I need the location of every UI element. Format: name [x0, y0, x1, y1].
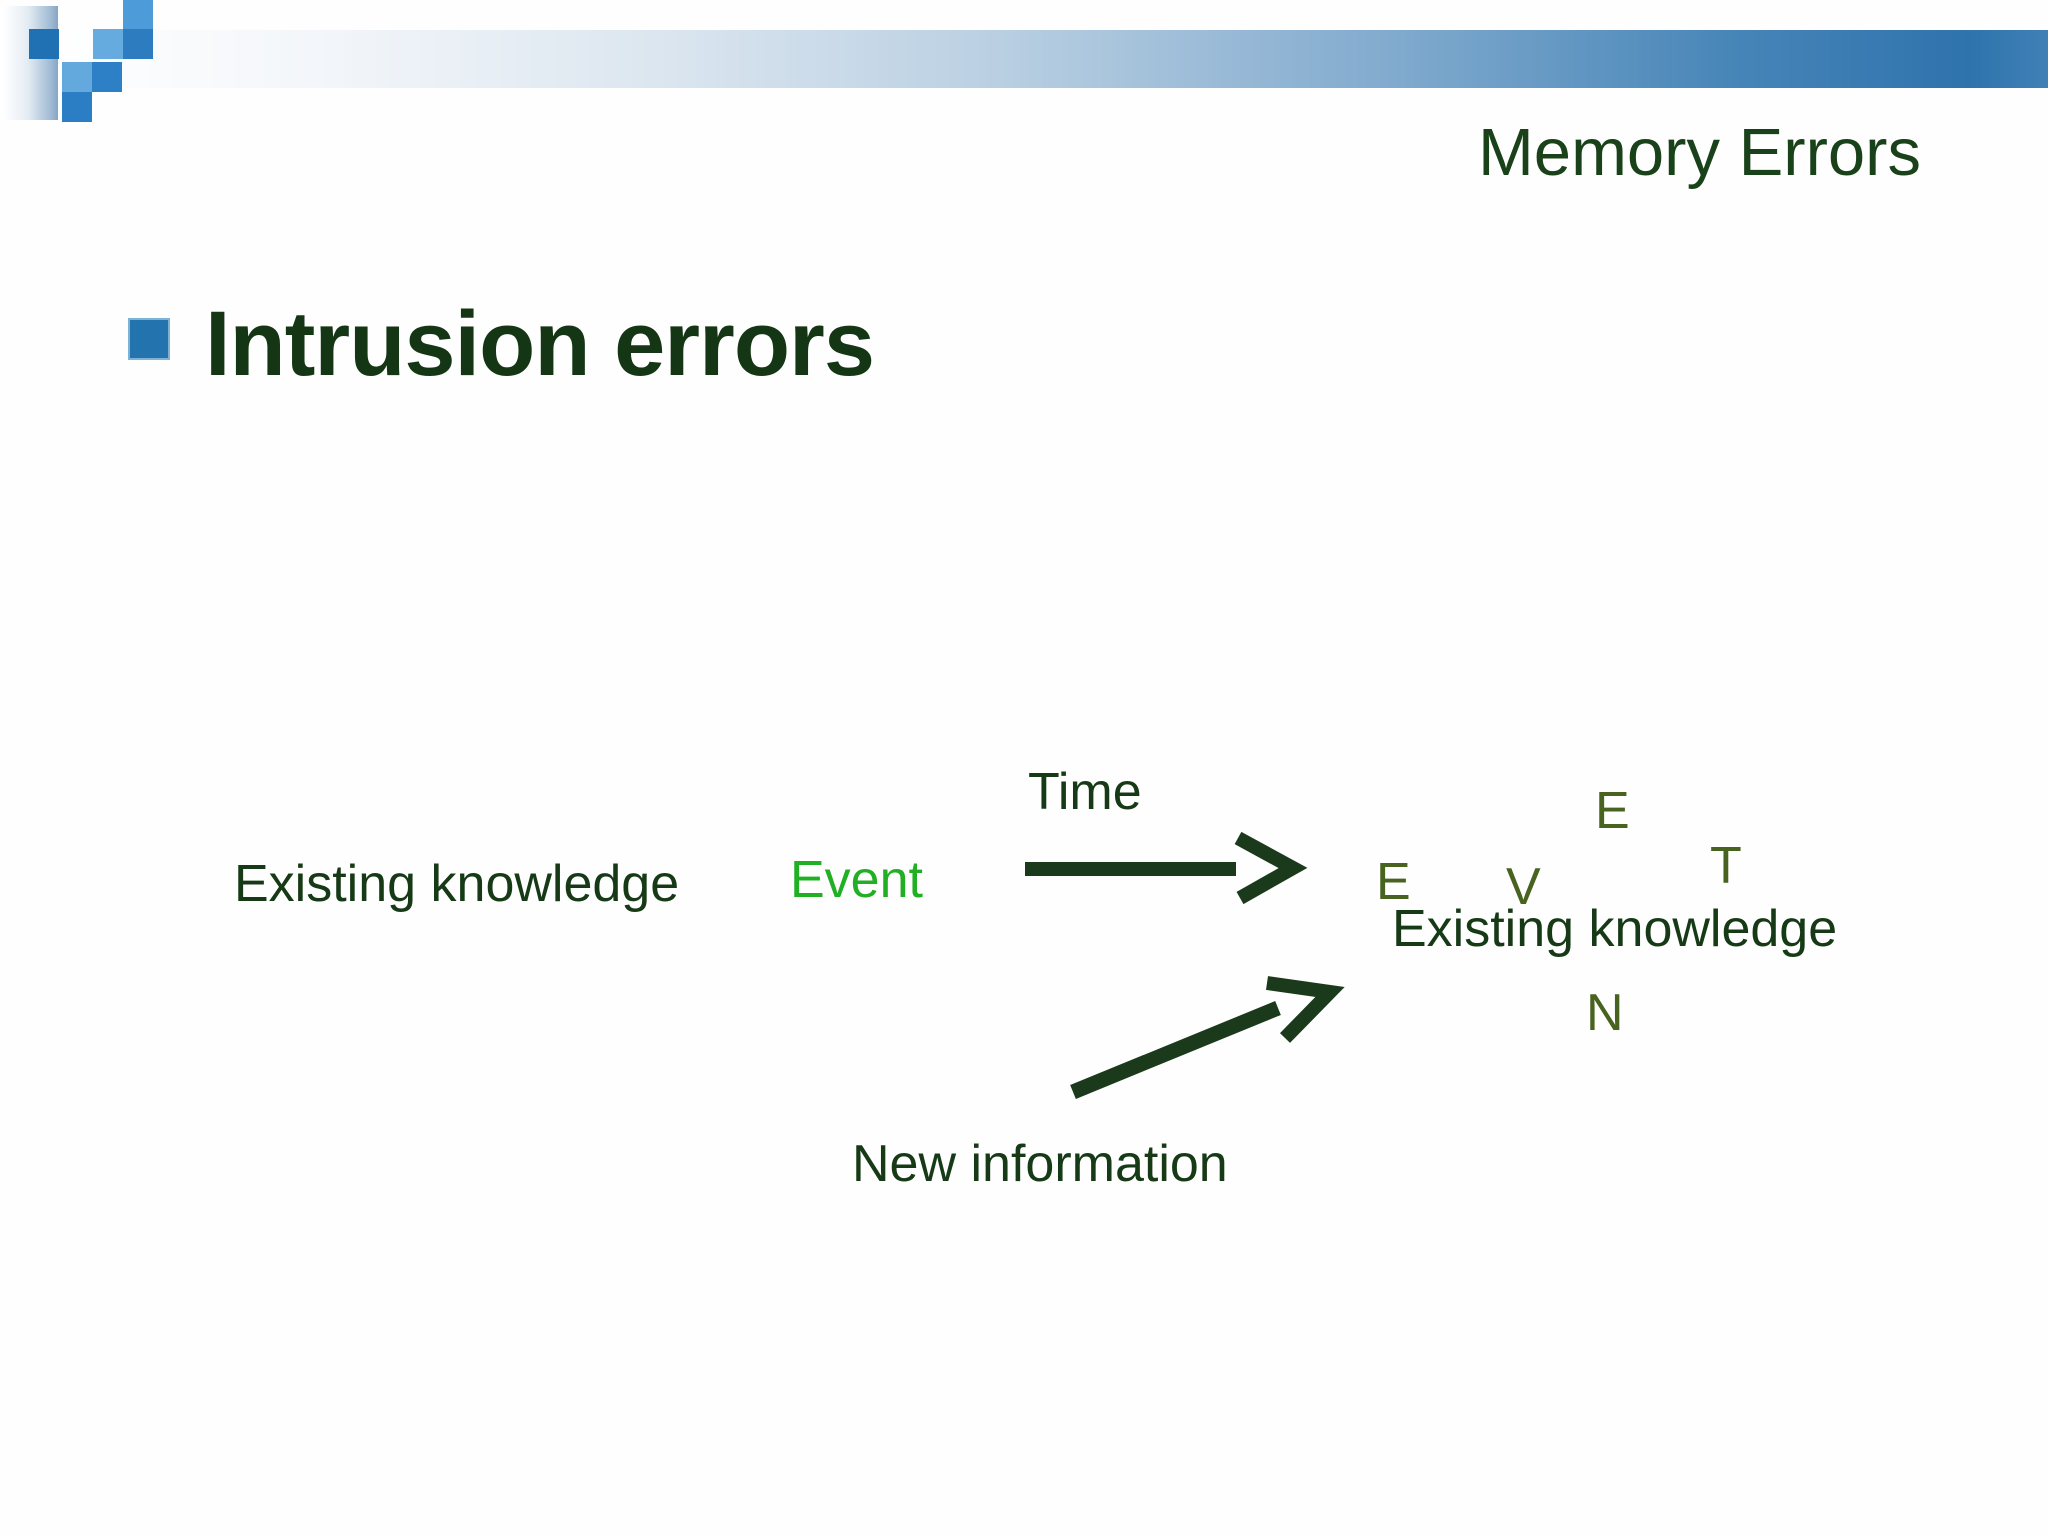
- mosaic-square: [123, 0, 153, 30]
- slide-title: Memory Errors: [1478, 115, 1921, 190]
- mosaic-square: [93, 29, 123, 59]
- time-arrow-icon: [1025, 831, 1308, 905]
- scattered-letter-t: T: [1710, 837, 1742, 895]
- existing-knowledge-left-label: Existing knowledge: [234, 855, 680, 913]
- scattered-letter-v: V: [1506, 858, 1541, 916]
- time-label: Time: [1028, 763, 1142, 821]
- bullet-square-icon: [128, 318, 170, 360]
- mosaic-square: [29, 29, 59, 59]
- new-information-label: New information: [852, 1135, 1228, 1193]
- existing-knowledge-right-label: Existing knowledge: [1392, 900, 1838, 958]
- mosaic-vertical-strip: [3, 6, 58, 120]
- new-information-arrow-icon: [1070, 976, 1345, 1099]
- scattered-letter-e-left: E: [1376, 853, 1411, 911]
- scattered-letter-n: N: [1586, 984, 1624, 1042]
- event-label: Event: [790, 851, 923, 909]
- bullet-heading: Intrusion errors: [205, 293, 875, 395]
- mosaic-square: [92, 62, 122, 92]
- scattered-letter-e-top: E: [1595, 782, 1630, 840]
- mosaic-square: [62, 92, 92, 122]
- top-gradient-band: [37, 30, 2048, 88]
- mosaic-square: [123, 29, 153, 59]
- mosaic-square: [62, 62, 92, 92]
